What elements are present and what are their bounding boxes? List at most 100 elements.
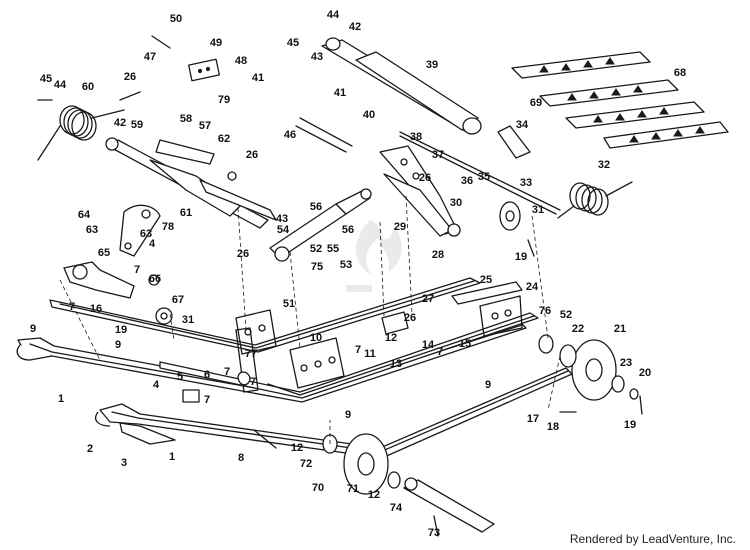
rail-right <box>95 367 573 459</box>
part-callout-18: 18 <box>547 421 559 433</box>
part-callout-1: 1 <box>58 393 64 405</box>
idler-wheel-rear <box>538 334 639 401</box>
part-callout-43: 43 <box>311 51 323 63</box>
part-callout-69: 69 <box>530 97 542 109</box>
part-callout-72: 72 <box>300 458 312 470</box>
part-callout-7: 7 <box>437 346 443 358</box>
part-callout-66: 66 <box>149 273 161 285</box>
torsion-spring-left <box>37 105 125 161</box>
part-callout-4: 4 <box>153 379 160 391</box>
part-callout-31: 31 <box>532 204 544 216</box>
part-callout-32: 32 <box>598 159 610 171</box>
part-callout-73: 73 <box>428 527 440 539</box>
part-callout-26: 26 <box>419 172 431 184</box>
watermark-logo <box>346 220 402 292</box>
part-callout-76: 76 <box>539 305 551 317</box>
part-callout-60: 60 <box>82 81 94 93</box>
part-callout-71: 71 <box>347 483 359 495</box>
part-callout-42: 42 <box>114 117 126 129</box>
part-callout-65: 65 <box>98 247 110 259</box>
part-callout-43: 43 <box>276 213 288 225</box>
part-callout-46: 46 <box>284 129 296 141</box>
part-callout-23: 23 <box>620 357 632 369</box>
part-callout-61: 61 <box>180 207 192 219</box>
part-callout-19: 19 <box>624 419 636 431</box>
front-upper-arm <box>105 137 277 229</box>
part-callout-10: 10 <box>310 332 322 344</box>
part-callout-36: 36 <box>461 175 473 187</box>
part-callout-50: 50 <box>170 13 182 25</box>
part-callout-45: 45 <box>287 37 299 49</box>
part-callout-40: 40 <box>363 109 375 121</box>
part-callout-39: 39 <box>426 59 438 71</box>
part-callout-1: 1 <box>169 451 175 463</box>
misc-bolts <box>37 35 643 449</box>
part-callout-38: 38 <box>410 131 422 143</box>
part-callout-42: 42 <box>349 21 361 33</box>
rail-channel-left <box>49 277 481 353</box>
part-callout-29: 29 <box>394 221 406 233</box>
part-callout-7: 7 <box>204 394 210 406</box>
part-callout-7: 7 <box>134 264 140 276</box>
part-callout-30: 30 <box>450 197 462 209</box>
part-callout-19: 19 <box>515 251 527 263</box>
part-callout-19: 19 <box>115 324 127 336</box>
part-callout-24: 24 <box>526 281 539 293</box>
part-callout-68: 68 <box>674 67 686 79</box>
part-callout-47: 47 <box>144 51 156 63</box>
part-callout-27: 27 <box>422 293 434 305</box>
part-callout-52: 52 <box>560 309 572 321</box>
part-callout-57: 57 <box>199 120 211 132</box>
part-callout-78: 78 <box>162 221 174 233</box>
idler-wheel-small <box>499 201 521 231</box>
part-callout-58: 58 <box>180 113 192 125</box>
part-callout-25: 25 <box>480 274 492 286</box>
part-callout-26: 26 <box>246 149 258 161</box>
part-callout-63: 63 <box>140 228 152 240</box>
part-callout-77: 77 <box>245 348 257 360</box>
part-callout-59: 59 <box>131 119 143 131</box>
part-callout-52: 52 <box>310 243 322 255</box>
part-callout-55: 55 <box>327 243 339 255</box>
part-callout-11: 11 <box>364 348 376 360</box>
part-callout-9: 9 <box>30 323 36 335</box>
track-clips <box>511 51 729 149</box>
part-callout-22: 22 <box>572 323 584 335</box>
part-callout-49: 49 <box>210 37 222 49</box>
part-callout-26: 26 <box>237 248 249 260</box>
torsion-spring-right <box>557 181 633 219</box>
part-callout-79: 79 <box>218 94 230 106</box>
rear-axle <box>399 131 561 215</box>
part-callout-3: 3 <box>121 457 127 469</box>
guide-lines <box>59 195 561 444</box>
part-callout-62: 62 <box>218 133 230 145</box>
part-callout-74: 74 <box>390 502 403 514</box>
part-callout-26: 26 <box>124 71 136 83</box>
part-callout-44: 44 <box>54 79 67 91</box>
part-callout-34: 34 <box>516 119 529 131</box>
part-callout-7: 7 <box>224 366 230 378</box>
part-callout-56: 56 <box>310 201 322 213</box>
part-callout-12: 12 <box>368 489 380 501</box>
part-callout-4: 4 <box>149 238 156 250</box>
part-callout-5: 5 <box>177 371 183 383</box>
part-callout-33: 33 <box>520 177 532 189</box>
part-callout-8: 8 <box>238 452 244 464</box>
part-callout-56: 56 <box>342 224 354 236</box>
part-callout-21: 21 <box>614 323 626 335</box>
part-callout-41: 41 <box>252 72 264 84</box>
part-callout-12: 12 <box>385 332 397 344</box>
part-callout-7: 7 <box>69 301 75 313</box>
part-callout-9: 9 <box>115 339 121 351</box>
part-callout-37: 37 <box>432 149 444 161</box>
part-callout-54: 54 <box>277 224 290 236</box>
axle-tube-lower <box>403 477 495 537</box>
part-callout-75: 75 <box>311 261 323 273</box>
part-callout-15: 15 <box>459 338 471 350</box>
part-callout-63: 63 <box>86 224 98 236</box>
part-callout-26: 26 <box>404 312 416 324</box>
upper-rear-shaft <box>295 37 531 159</box>
